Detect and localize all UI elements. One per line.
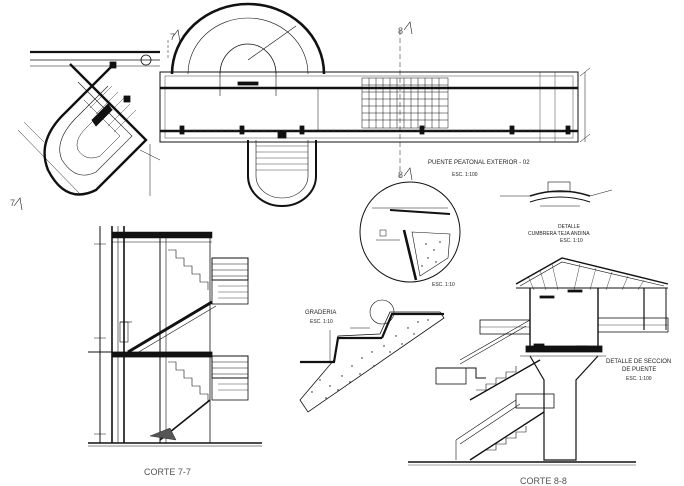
axis-8-top-label: 8	[398, 26, 404, 36]
section-detail-title-line2: DE PUENTE	[622, 367, 657, 373]
corte-8-8-title: CORTE 8-8	[520, 476, 567, 486]
cumbrera-title-line2: CUMBRERA TEJA ANDINA	[528, 231, 590, 237]
bridge-plan-view	[17, 2, 591, 207]
plan-title: PUENTE PEATONAL EXTERIOR - 02	[428, 160, 530, 166]
graderia-title: GRADERIA	[305, 310, 337, 316]
axis-8-bottom-label: 8	[398, 170, 404, 180]
axis-7-top-label: 7	[170, 32, 176, 42]
plan-scale: ESC. 1:100	[452, 172, 478, 178]
circular-detail	[359, 181, 461, 283]
cumbrera-detail	[500, 181, 613, 207]
cumbrera-scale: ESC. 1:10	[560, 238, 583, 244]
corte-7-7-title: CORTE 7-7	[144, 467, 191, 477]
graderia-scale: ESC. 1:10	[310, 319, 333, 325]
section-detail-title-line1: DETALLE DE SECCION	[606, 359, 672, 365]
section-detail-pavilion	[408, 257, 669, 466]
cumbrera-title-line1: DETALLE	[558, 224, 580, 230]
axis-7-bottom-label: 7	[10, 198, 16, 208]
circle-detail-scale: ESC. 1:10	[432, 282, 455, 288]
graderia-detail	[299, 299, 445, 413]
corte-7-7-section	[88, 226, 262, 447]
section-detail-scale: ESC. 1:100	[626, 376, 652, 382]
axis-markers	[13, 21, 413, 211]
